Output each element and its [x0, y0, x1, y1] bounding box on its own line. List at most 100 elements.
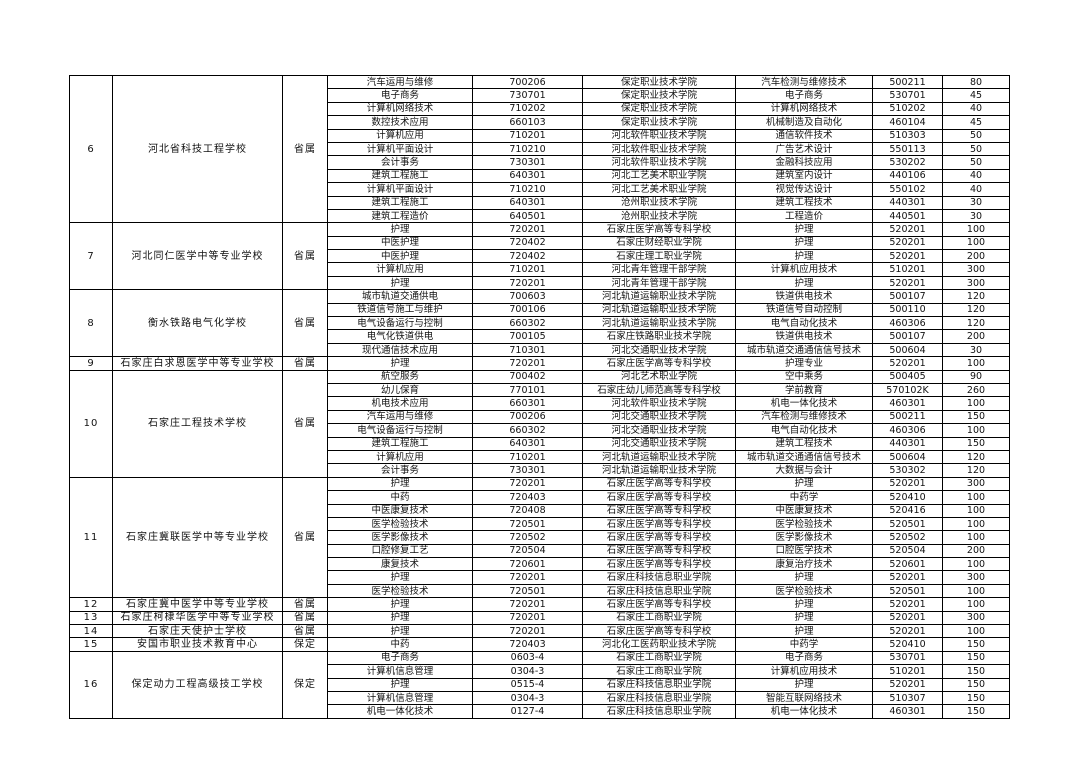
college-code-cell: 460301 — [872, 396, 943, 411]
quota-cell: 100 — [942, 235, 1010, 251]
college-code-cell: 460306 — [872, 316, 943, 331]
college-cell: 石家庄医学高等专科学校 — [582, 597, 736, 612]
college-cell: 保定职业技术学院 — [582, 115, 736, 130]
major-code-cell: 700106 — [472, 302, 583, 318]
quota-cell: 90 — [942, 369, 1010, 384]
college-major-cell: 工程造价 — [735, 208, 873, 224]
major-cell: 计算机平面设计 — [327, 182, 473, 197]
college-code-cell: 510202 — [872, 101, 943, 117]
college-cell: 河北轨道运输职业技术学院 — [582, 302, 736, 318]
quota-cell: 30 — [942, 195, 1010, 210]
college-major-cell: 护理 — [735, 249, 873, 264]
college-code-cell: 510307 — [872, 690, 943, 706]
major-cell: 数控技术应用 — [327, 115, 473, 130]
school-type-cell: 省属 — [282, 356, 328, 371]
college-major-cell: 医学影像技术 — [735, 530, 873, 545]
major-code-cell: 720403 — [472, 490, 583, 505]
quota-cell: 150 — [942, 409, 1010, 425]
quota-cell: 100 — [942, 222, 1010, 237]
college-major-cell: 通信软件技术 — [735, 128, 873, 143]
college-cell: 河北轨道运输职业技术学院 — [582, 463, 736, 478]
college-cell: 保定职业技术学院 — [582, 88, 736, 103]
college-code-cell: 440301 — [872, 436, 943, 451]
major-cell: 电气设备运行与控制 — [327, 423, 473, 438]
college-major-cell: 护理 — [735, 570, 873, 585]
major-code-cell: 720201 — [472, 570, 583, 585]
college-cell: 沧州职业技术学院 — [582, 208, 736, 224]
college-code-cell: 460306 — [872, 423, 943, 438]
quota-cell: 100 — [942, 624, 1010, 639]
major-code-cell: 700603 — [472, 289, 583, 304]
major-code-cell: 710210 — [472, 182, 583, 197]
school-type-cell: 省属 — [282, 222, 328, 291]
college-code-cell: 520201 — [872, 249, 943, 264]
major-cell: 护理 — [327, 624, 473, 639]
major-code-cell: 720201 — [472, 356, 583, 371]
school-type-cell: 省属 — [282, 624, 328, 639]
quota-cell: 40 — [942, 168, 1010, 184]
college-major-cell: 机械制造及自动化 — [735, 115, 873, 130]
major-code-cell: 720601 — [472, 557, 583, 572]
major-cell: 计算机应用 — [327, 262, 473, 277]
quota-cell: 200 — [942, 249, 1010, 264]
college-major-cell: 护理 — [735, 222, 873, 237]
school-type-cell: 省属 — [282, 369, 328, 478]
college-major-cell: 建筑工程技术 — [735, 195, 873, 210]
major-code-cell: 660301 — [472, 396, 583, 411]
college-code-cell: 530202 — [872, 155, 943, 170]
college-cell: 河北软件职业技术学院 — [582, 155, 736, 170]
quota-cell: 40 — [942, 182, 1010, 197]
quota-cell: 100 — [942, 396, 1010, 411]
college-major-cell: 铁道供电技术 — [735, 329, 873, 344]
school-name-cell: 石家庄白求恩医学中等专业学校 — [112, 356, 283, 371]
major-cell: 护理 — [327, 597, 473, 612]
college-cell: 石家庄科技信息职业学院 — [582, 677, 736, 692]
quota-cell: 100 — [942, 356, 1010, 371]
college-cell: 沧州职业技术学院 — [582, 195, 736, 210]
college-cell: 石家庄科技信息职业学院 — [582, 570, 736, 585]
school-name-cell: 河北同仁医学中等专业学校 — [112, 222, 283, 291]
major-code-cell: 710202 — [472, 101, 583, 117]
major-cell: 医学检验技术 — [327, 583, 473, 599]
major-cell: 计算机应用 — [327, 128, 473, 143]
college-code-cell: 500110 — [872, 302, 943, 318]
major-cell: 护理 — [327, 610, 473, 626]
college-major-cell: 计算机应用技术 — [735, 262, 873, 277]
college-cell: 石家庄医学高等专科学校 — [582, 222, 736, 237]
quota-cell: 100 — [942, 503, 1010, 518]
major-cell: 建筑工程施工 — [327, 436, 473, 451]
major-cell: 机电一体化技术 — [327, 704, 473, 719]
major-cell: 铁道信号施工与维护 — [327, 302, 473, 318]
college-major-cell: 金融科技应用 — [735, 155, 873, 170]
major-code-cell: 0515-4 — [472, 677, 583, 692]
row-number-cell: 7 — [69, 222, 113, 291]
school-name-cell: 安国市职业技术教育中心 — [112, 637, 283, 652]
college-cell: 石家庄工商职业学院 — [582, 664, 736, 679]
major-cell: 计算机网络技术 — [327, 101, 473, 117]
major-code-cell: 0127-4 — [472, 704, 583, 719]
quota-cell: 300 — [942, 275, 1010, 291]
college-major-cell: 视觉传达设计 — [735, 182, 873, 197]
college-major-cell: 机电一体化技术 — [735, 704, 873, 719]
major-cell: 医学影像技术 — [327, 530, 473, 545]
college-cell: 河北工艺美术职业学院 — [582, 168, 736, 184]
quota-cell: 30 — [942, 208, 1010, 224]
major-code-cell: 640501 — [472, 208, 583, 224]
school-name-cell: 石家庄天使护士学校 — [112, 624, 283, 639]
college-major-cell: 建筑工程技术 — [735, 436, 873, 451]
college-major-cell: 铁道信号自动控制 — [735, 302, 873, 318]
college-cell: 河北交通职业技术学院 — [582, 409, 736, 425]
